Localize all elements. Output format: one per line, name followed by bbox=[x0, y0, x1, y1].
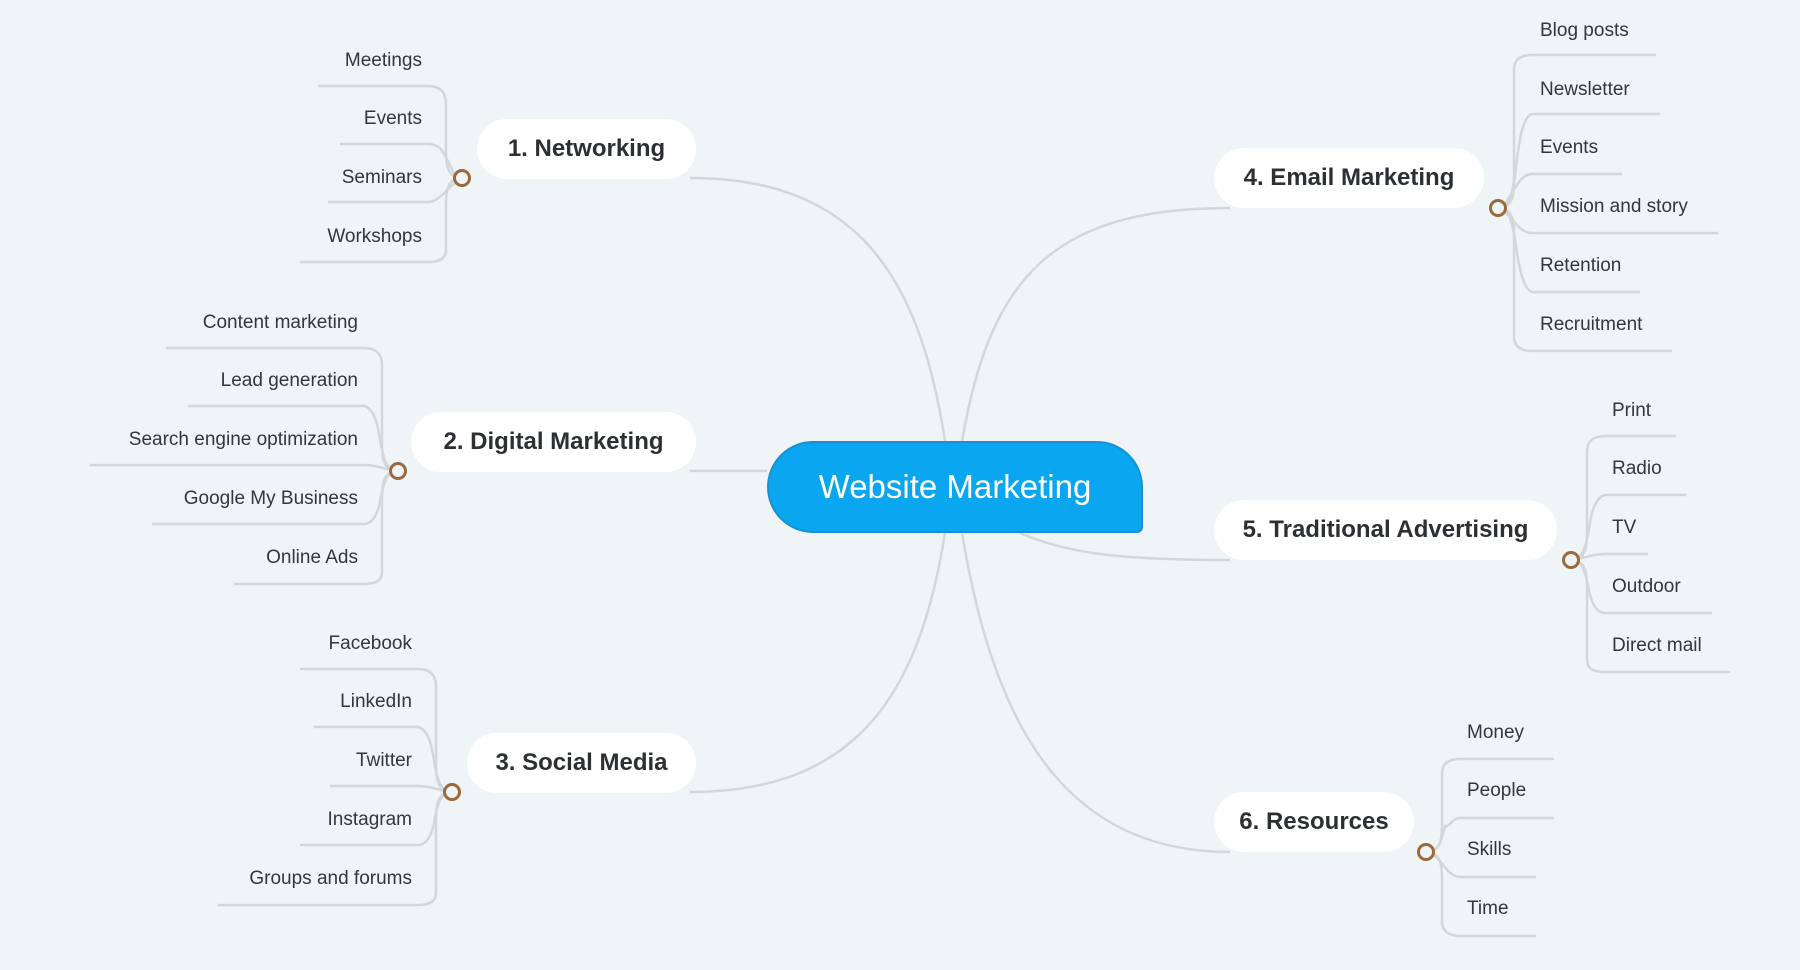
subtopic-social-twitter[interactable]: Twitter bbox=[356, 750, 412, 771]
central-topic-label: Website Marketing bbox=[818, 468, 1092, 505]
collapse-toggle-traditional-advertising[interactable] bbox=[1562, 551, 1580, 569]
subtopic-digital-seo[interactable]: Search engine optimization bbox=[128, 429, 358, 450]
subtopic-traditional-print[interactable]: Print bbox=[1612, 400, 1652, 421]
subtopic-email-blog-posts[interactable]: Blog posts bbox=[1540, 20, 1629, 41]
subtopic-email-newsletter[interactable]: Newsletter bbox=[1540, 79, 1630, 100]
subtopic-email-events[interactable]: Events bbox=[1540, 137, 1599, 158]
branch-traditional-advertising[interactable]: 5. Traditional Advertising bbox=[1214, 500, 1557, 560]
branch-social-media-label: 3. Social Media bbox=[495, 749, 668, 776]
subtopic-social-linkedin[interactable]: LinkedIn bbox=[340, 691, 412, 712]
subtopic-digital-online-ads[interactable]: Online Ads bbox=[266, 547, 358, 568]
branch-traditional-advertising-label: 5. Traditional Advertising bbox=[1242, 516, 1529, 543]
subtopic-email-recruitment[interactable]: Recruitment bbox=[1540, 314, 1643, 335]
subtopic-digital-lead-generation[interactable]: Lead generation bbox=[220, 370, 358, 391]
subtopic-social-instagram[interactable]: Instagram bbox=[327, 809, 412, 830]
branch-digital-marketing-label: 2. Digital Marketing bbox=[443, 428, 664, 455]
subtopic-networking-events[interactable]: Events bbox=[363, 108, 422, 129]
subtopic-resources-money[interactable]: Money bbox=[1467, 722, 1525, 743]
central-topic[interactable]: Website Marketing bbox=[767, 441, 1143, 533]
subtopic-traditional-direct-mail[interactable]: Direct mail bbox=[1612, 635, 1702, 656]
connector-email-marketing bbox=[960, 206, 1231, 442]
branch-email-marketing[interactable]: 4. Email Marketing bbox=[1214, 148, 1484, 208]
subtopic-resources-time[interactable]: Time bbox=[1467, 898, 1509, 919]
digital-marketing-leaf-lines bbox=[90, 346, 399, 586]
connector-traditional-advertising bbox=[1019, 531, 1231, 562]
traditional-advertising-leaf-lines bbox=[1570, 434, 1730, 674]
networking-leaf-lines bbox=[300, 84, 463, 264]
subtopic-traditional-radio[interactable]: Radio bbox=[1612, 458, 1662, 479]
branch-resources-label: 6. Resources bbox=[1239, 808, 1389, 835]
collapse-toggle-networking[interactable] bbox=[453, 169, 471, 187]
social-media-leaf-lines bbox=[218, 667, 453, 907]
connector-networking bbox=[689, 176, 947, 442]
subtopic-email-mission-and-story[interactable]: Mission and story bbox=[1540, 196, 1688, 217]
connector-social-media bbox=[689, 532, 947, 794]
collapse-toggle-digital-marketing[interactable] bbox=[389, 462, 407, 480]
collapse-toggle-resources[interactable] bbox=[1417, 843, 1435, 861]
subtopic-social-groups-and-forums[interactable]: Groups and forums bbox=[249, 868, 412, 889]
subtopic-traditional-tv[interactable]: TV bbox=[1612, 517, 1637, 538]
subtopic-email-retention[interactable]: Retention bbox=[1540, 255, 1622, 276]
collapse-toggle-social-media[interactable] bbox=[443, 783, 461, 801]
subtopic-traditional-outdoor[interactable]: Outdoor bbox=[1612, 576, 1681, 597]
branch-networking-label: 1. Networking bbox=[507, 135, 666, 162]
collapse-toggle-email-marketing[interactable] bbox=[1489, 199, 1507, 217]
subtopic-resources-skills[interactable]: Skills bbox=[1467, 839, 1512, 860]
subtopic-networking-meetings[interactable]: Meetings bbox=[344, 50, 422, 71]
subtopic-networking-workshops[interactable]: Workshops bbox=[327, 226, 422, 247]
connector-resources bbox=[960, 532, 1231, 854]
subtopic-digital-content-marketing[interactable]: Content marketing bbox=[202, 312, 358, 333]
branch-networking[interactable]: 1. Networking bbox=[477, 119, 696, 179]
branch-email-marketing-label: 4. Email Marketing bbox=[1243, 164, 1455, 191]
subtopic-social-facebook[interactable]: Facebook bbox=[328, 633, 412, 654]
branch-digital-marketing[interactable]: 2. Digital Marketing bbox=[411, 412, 696, 472]
subtopic-resources-people[interactable]: People bbox=[1467, 780, 1527, 801]
branch-resources[interactable]: 6. Resources bbox=[1214, 792, 1414, 852]
branch-social-media[interactable]: 3. Social Media bbox=[467, 733, 696, 793]
subtopic-networking-seminars[interactable]: Seminars bbox=[341, 167, 422, 188]
subtopic-digital-google-my-business[interactable]: Google My Business bbox=[183, 488, 358, 509]
